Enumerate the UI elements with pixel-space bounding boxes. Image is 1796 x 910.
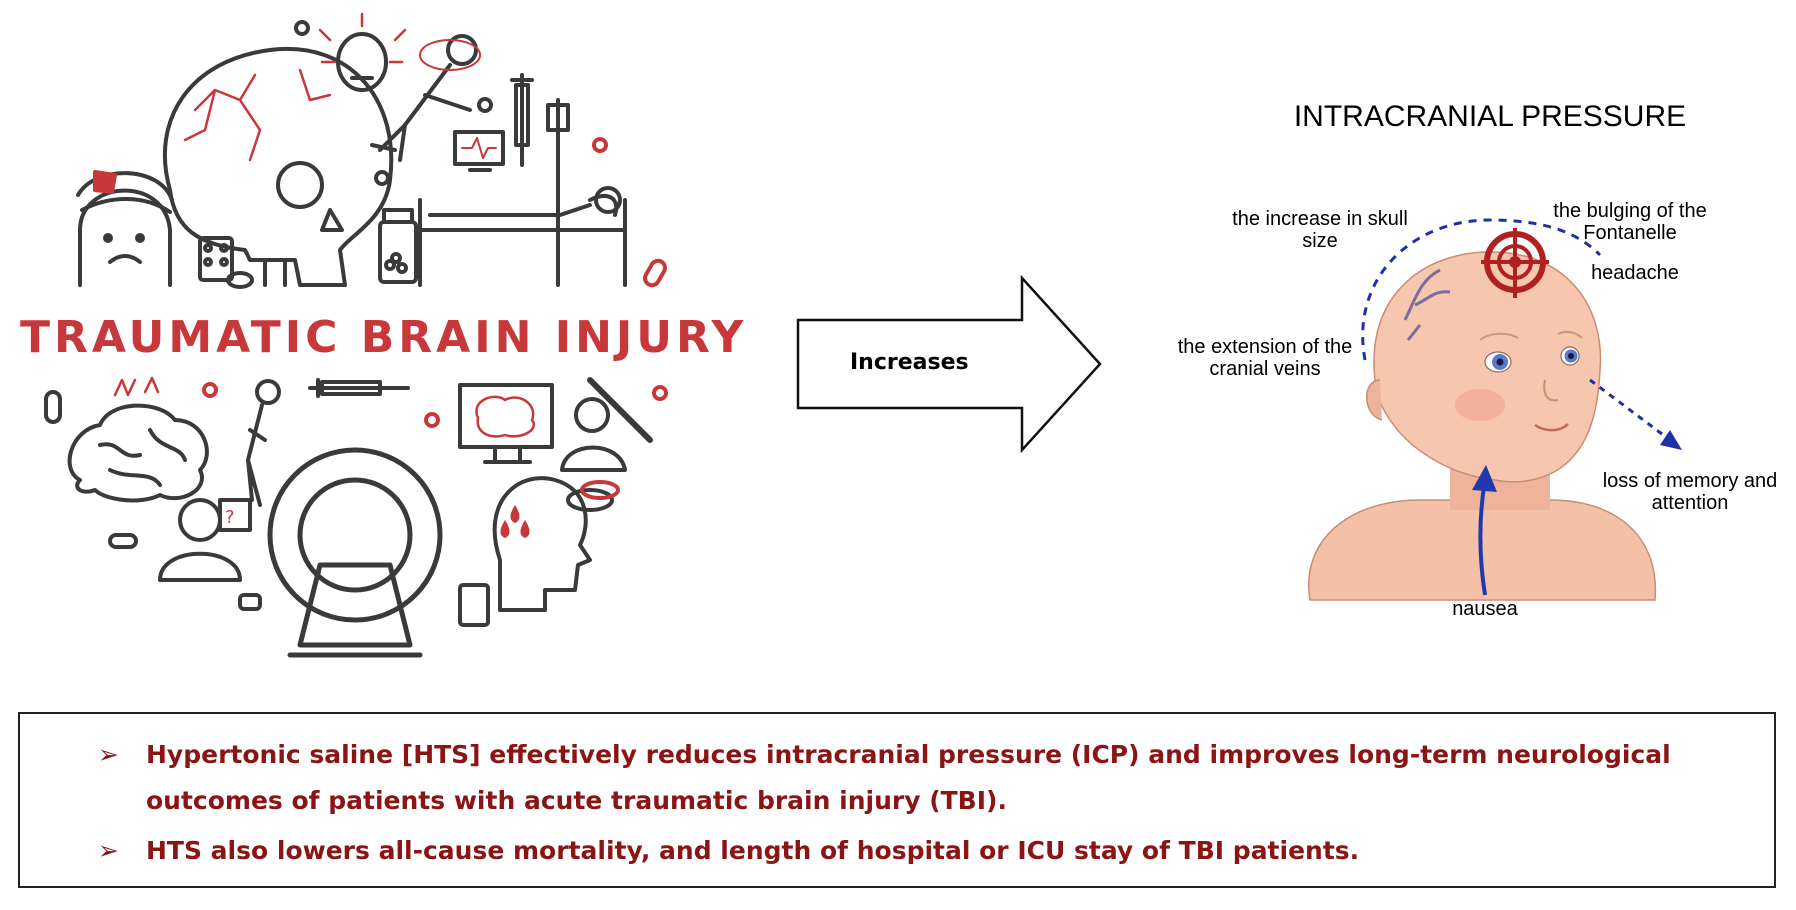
- capsule-icon: [226, 271, 254, 289]
- label-memory: loss of memory and attention: [1602, 470, 1778, 514]
- arrow-label: Increases: [850, 350, 969, 375]
- capsule-icon: [44, 390, 62, 424]
- label-fontanelle: the bulging of the Fontanelle: [1553, 200, 1707, 244]
- memory-arrow: [1589, 378, 1671, 442]
- syringe-horizontal-icon: [308, 378, 410, 398]
- pill-blister-icon: [198, 236, 234, 282]
- brain-icon: [67, 403, 209, 503]
- wound-icon: [93, 170, 117, 194]
- summary-bullet-text: Hypertonic saline [HTS] effectively redu…: [146, 740, 1671, 815]
- capsule-icon: [108, 533, 138, 549]
- coughing-person-icon: [246, 379, 281, 507]
- brain-monitor-icon: [458, 383, 554, 464]
- pill-blister-icon: [458, 583, 490, 627]
- bullet-arrow-icon: ➢: [98, 836, 119, 865]
- monitor-icon: [453, 130, 505, 172]
- iv-drip-icon: [546, 98, 570, 287]
- summary-box: ➢ Hypertonic saline [HTS] effectively re…: [18, 712, 1776, 888]
- nose: [1543, 379, 1559, 402]
- skull-size-arc: [1361, 218, 1602, 361]
- skull-cracks-icon: [183, 68, 332, 162]
- cheek: [1455, 389, 1505, 421]
- pain-face-icon: [336, 32, 388, 92]
- bullet-arrow-icon: ➢: [98, 740, 119, 769]
- svg-text:?: ?: [225, 507, 235, 528]
- fontanelle-target-icon: [1481, 228, 1549, 298]
- baseball-bat-person-icon: [560, 377, 653, 472]
- bandaged-head-icon: [76, 171, 174, 287]
- pill-icon: [566, 488, 614, 512]
- pill-icon: [374, 170, 390, 186]
- pill-bottle-icon: [378, 208, 418, 284]
- baby-illustration: [1308, 218, 1682, 601]
- summary-bullet-text: HTS also lowers all-cause mortality, and…: [146, 836, 1360, 865]
- pill-icon: [477, 97, 493, 113]
- head-bleeding-icon: [492, 476, 592, 612]
- label-skull-size: the increase in skull size: [1232, 208, 1408, 252]
- icp-title: INTRACRANIAL PRESSURE: [1293, 100, 1687, 133]
- cranial-veins: [1403, 268, 1451, 341]
- confused-person-icon: [158, 498, 252, 582]
- increases-arrow: [796, 274, 1102, 454]
- ear: [1366, 379, 1383, 421]
- mouth: [1534, 423, 1569, 432]
- syringe-icon: [510, 73, 534, 167]
- label-cranial-veins: the extension of the cranial veins: [1177, 336, 1353, 380]
- falling-person-icon: [370, 34, 481, 162]
- pill-icon: [294, 20, 310, 36]
- label-headache: headache: [1591, 262, 1679, 284]
- mri-scanner-icon: [267, 447, 443, 658]
- label-nausea: nausea: [1452, 598, 1518, 620]
- hospital-bed-icon: [418, 186, 627, 287]
- tbi-illustration: ?: [44, 12, 668, 658]
- tbi-title: TRAUMATIC BRAIN INJURY: [20, 312, 748, 363]
